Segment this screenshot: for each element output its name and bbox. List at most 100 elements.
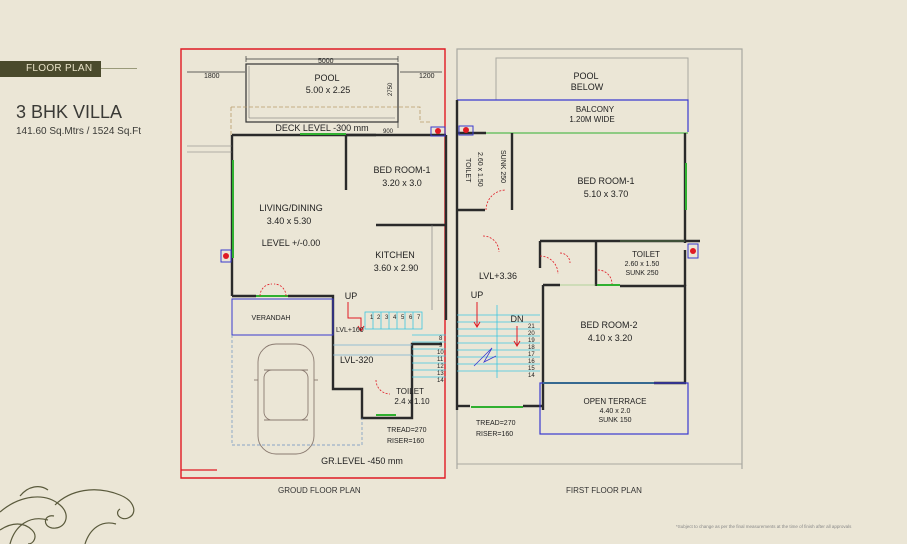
first-doors — [482, 189, 613, 285]
first-floor-caption: FIRST FLOOR PLAN — [566, 486, 642, 495]
deck-level: DECK LEVEL -300 mm — [275, 123, 368, 133]
footnote: *Subject to change as per the final meas… — [676, 524, 852, 529]
deck-outline — [230, 106, 432, 135]
step-number: 19 — [528, 338, 535, 344]
step-number: 14 — [528, 373, 535, 379]
toilet2-name: TOILET — [632, 250, 660, 259]
pool-name: POOL — [314, 73, 339, 83]
kitchen-size: 3.60 x 2.90 — [374, 263, 419, 273]
balcony-size: 1.20M WIDE — [569, 115, 614, 124]
bed1-size: 3.20 x 3.0 — [382, 178, 422, 188]
villa-title: 3 BHK VILLA — [16, 102, 123, 122]
verandah-label: VERANDAH — [252, 315, 291, 322]
tread-label: TREAD=270 — [387, 427, 427, 434]
step-number: 14 — [437, 378, 444, 384]
first-level: LVL+3.36 — [479, 271, 517, 281]
bed2-size: 4.10 x 3.20 — [588, 333, 633, 343]
first-floor-plan: POOL BELOW BALCONY 1.20M WIDE TOILET 2.6… — [455, 48, 743, 469]
terrace-size: 4.40 x 2.0 — [600, 408, 631, 415]
car-icon — [254, 343, 318, 455]
dim-left: 1800 — [204, 73, 220, 80]
living-level: LEVEL +/-0.00 — [262, 238, 320, 248]
step-number: 9 — [439, 343, 443, 349]
landing-level: LVL+160 — [336, 327, 364, 334]
first-walls — [455, 100, 700, 410]
ground-floor-caption: GROUD FLOOR PLAN — [278, 486, 361, 495]
living-size: 3.40 x 5.30 — [267, 216, 312, 226]
balcony-rail — [457, 99, 689, 132]
step-number: 1 — [370, 315, 374, 321]
open-terrace — [539, 382, 689, 435]
floor-plan-tag: FLOOR PLAN — [0, 61, 101, 77]
ground-staircase — [333, 311, 446, 378]
ground-doors — [259, 283, 391, 395]
step-number: 7 — [417, 315, 421, 321]
lower-level: LVL-320 — [340, 355, 373, 365]
toilet2-sunk: SUNK 250 — [625, 270, 658, 277]
toilet1-name: TOILET — [464, 158, 471, 183]
step-number: 4 — [393, 315, 397, 321]
step-number: 3 — [385, 315, 389, 321]
kitchen-name: KITCHEN — [375, 250, 415, 260]
step-number: 5 — [401, 315, 405, 321]
first-riser-label: RISER=160 — [476, 431, 513, 438]
first-step-numbers: 21 20 19 18 17 16 15 14 — [528, 324, 535, 379]
site-boundary — [180, 48, 446, 479]
ground-windows — [232, 133, 396, 416]
first-tread-label: TREAD=270 — [476, 420, 516, 427]
first-up-label: UP — [471, 290, 484, 300]
dn-label: DN — [511, 314, 524, 324]
ground-marker-right — [430, 126, 446, 137]
villa-area: 141.60 Sq.Mtrs / 1524 Sq.Ft — [16, 126, 142, 137]
pool-below-1: POOL — [573, 71, 598, 81]
dim-pool-height: 2750 — [388, 82, 394, 96]
toilet-size: 2.4 x 1.10 — [394, 397, 430, 406]
bed1-name: BED ROOM-1 — [373, 165, 430, 175]
terrace-name: OPEN TERRACE — [584, 397, 647, 406]
living-name: LIVING/DINING — [259, 203, 323, 213]
step-number: 13 — [437, 371, 444, 377]
step-number: 17 — [528, 352, 535, 358]
step-number: 10 — [437, 350, 444, 356]
bed2-name: BED ROOM-2 — [580, 320, 637, 330]
dim-right: 1200 — [419, 73, 435, 80]
step-number: 8 — [439, 336, 443, 342]
swirl-ornament — [0, 486, 135, 544]
up-arrow — [347, 302, 362, 330]
dim-deck: 900 — [383, 129, 394, 135]
toilet2-size: 2.60 x 1.50 — [625, 261, 660, 268]
step-number: 15 — [528, 366, 535, 372]
dim-top: 5000 — [318, 58, 334, 65]
first-staircase — [457, 305, 540, 378]
pool — [245, 63, 399, 123]
car-porch — [231, 335, 363, 446]
verandah — [231, 298, 334, 336]
ground-marker-left — [220, 249, 232, 263]
first-marker-top — [458, 125, 474, 136]
step-number: 21 — [528, 324, 535, 330]
balcony-name: BALCONY — [576, 105, 615, 114]
ground-step-numbers: 1 2 3 4 5 6 7 8 9 10 11 12 13 14 — [370, 315, 444, 384]
step-number: 12 — [437, 364, 444, 370]
step-number: 11 — [437, 357, 444, 363]
pool-below-2: BELOW — [571, 82, 604, 92]
up-label: UP — [345, 291, 358, 301]
step-number: 6 — [409, 315, 413, 321]
step-number: 18 — [528, 345, 535, 351]
ground-floor-plan: 5000 1800 1200 2750 POOL 5.00 x 2.25 DEC… — [180, 48, 448, 479]
riser-label: RISER=160 — [387, 438, 424, 445]
toilet-name: TOILET — [396, 387, 424, 396]
toilet1-sunk: SUNK 250 — [499, 150, 506, 183]
ground-level: GR.LEVEL -450 mm — [321, 456, 403, 466]
step-number: 16 — [528, 359, 535, 365]
toilet1-size: 2.60 x 1.50 — [476, 152, 483, 187]
first-bed1-size: 5.10 x 3.70 — [584, 189, 629, 199]
first-bed1-name: BED ROOM-1 — [577, 176, 634, 186]
terrace-sunk: SUNK 150 — [598, 417, 631, 424]
step-number: 20 — [528, 331, 535, 337]
step-number: 2 — [377, 315, 381, 321]
stair-break — [473, 347, 497, 367]
first-marker-right — [687, 243, 699, 259]
